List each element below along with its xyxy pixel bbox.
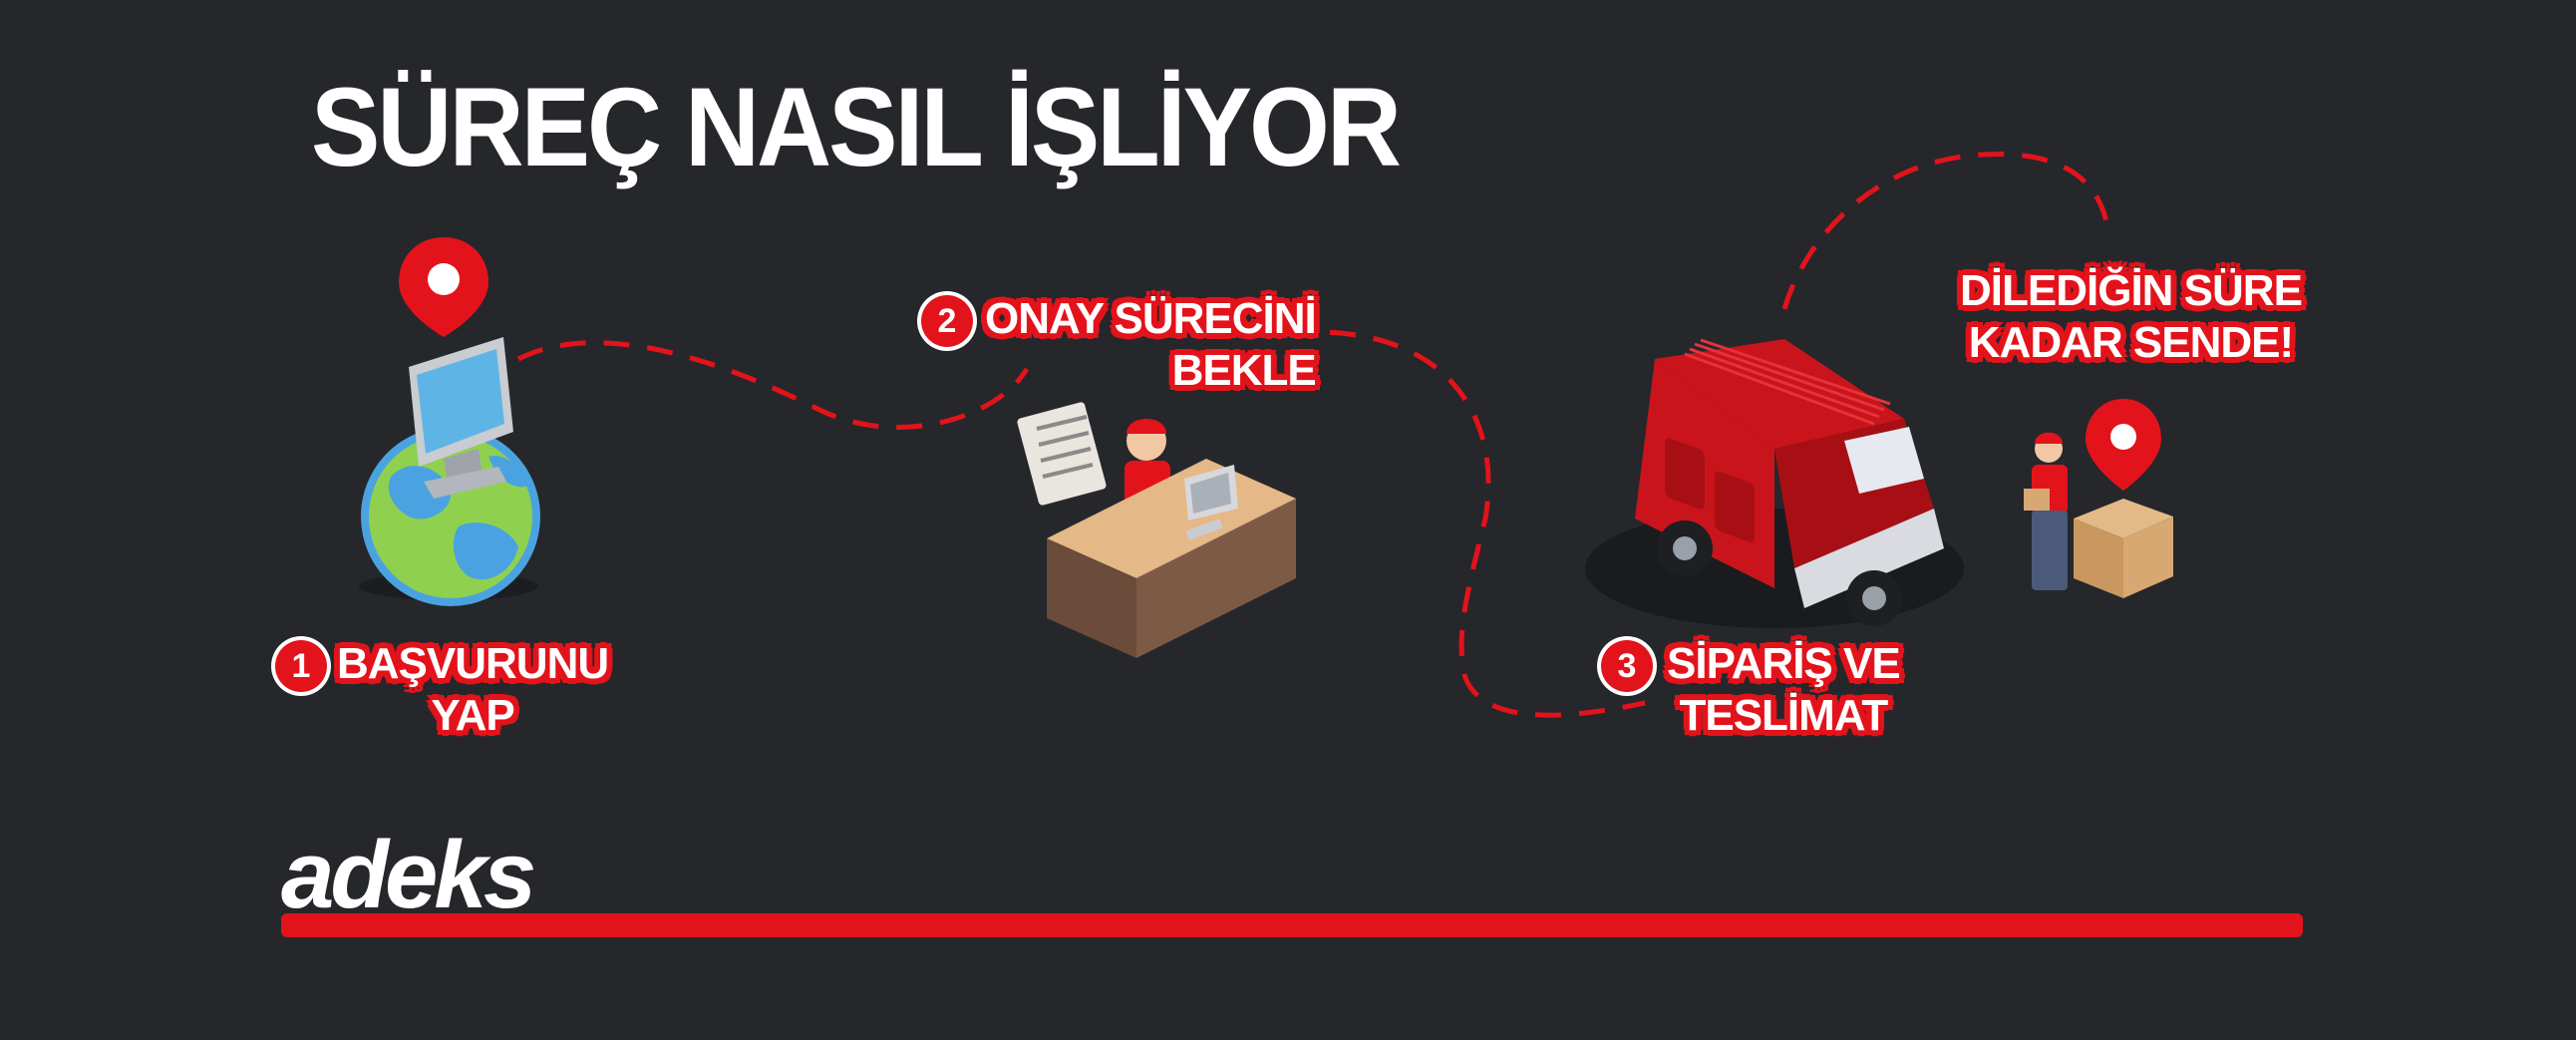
- step-3-label: SİPARİŞ VE TESLİMAT: [1667, 638, 1901, 742]
- page-title: SÜREÇ NASIL İŞLİYOR: [311, 65, 1402, 190]
- courier-with-boxes-icon: [2024, 399, 2173, 598]
- step-2-number-badge: 2: [921, 295, 973, 347]
- location-pin-icon: [2086, 399, 2161, 491]
- location-pin-icon: [399, 237, 488, 337]
- step-1-label: BAŞVURUNU YAP: [337, 638, 609, 742]
- step-2-label: ONAY SÜRECİNİ BEKLE: [985, 293, 1317, 397]
- step-1-label-line2: YAP: [431, 691, 514, 740]
- step-2-label-line2: BEKLE: [1171, 346, 1317, 395]
- adeks-logo: adeks: [281, 822, 536, 928]
- footer-accent-bar: [281, 913, 2303, 937]
- receptionist-desk-icon: [1017, 402, 1296, 658]
- globe-computer-illustration: [359, 237, 540, 606]
- step-2-label-line1: ONAY SÜRECİNİ: [985, 294, 1317, 343]
- callout-label-line1: DİLEDİĞİN SÜRE: [1960, 266, 2303, 315]
- callout-label-line2: KADAR SENDE!: [1968, 318, 2294, 367]
- step-1-number-badge: 1: [275, 640, 327, 692]
- callout-label: DİLEDİĞİN SÜRE KADAR SENDE!: [1960, 265, 2303, 369]
- step-3-label-line1: SİPARİŞ VE: [1667, 639, 1901, 688]
- step-3-number-badge: 3: [1601, 640, 1653, 692]
- computer-monitor-icon: [409, 337, 513, 499]
- step-1-label-line1: BAŞVURUNU: [337, 639, 609, 688]
- step-3-label-line2: TESLİMAT: [1679, 691, 1888, 740]
- delivery-van-icon: [1585, 338, 1964, 628]
